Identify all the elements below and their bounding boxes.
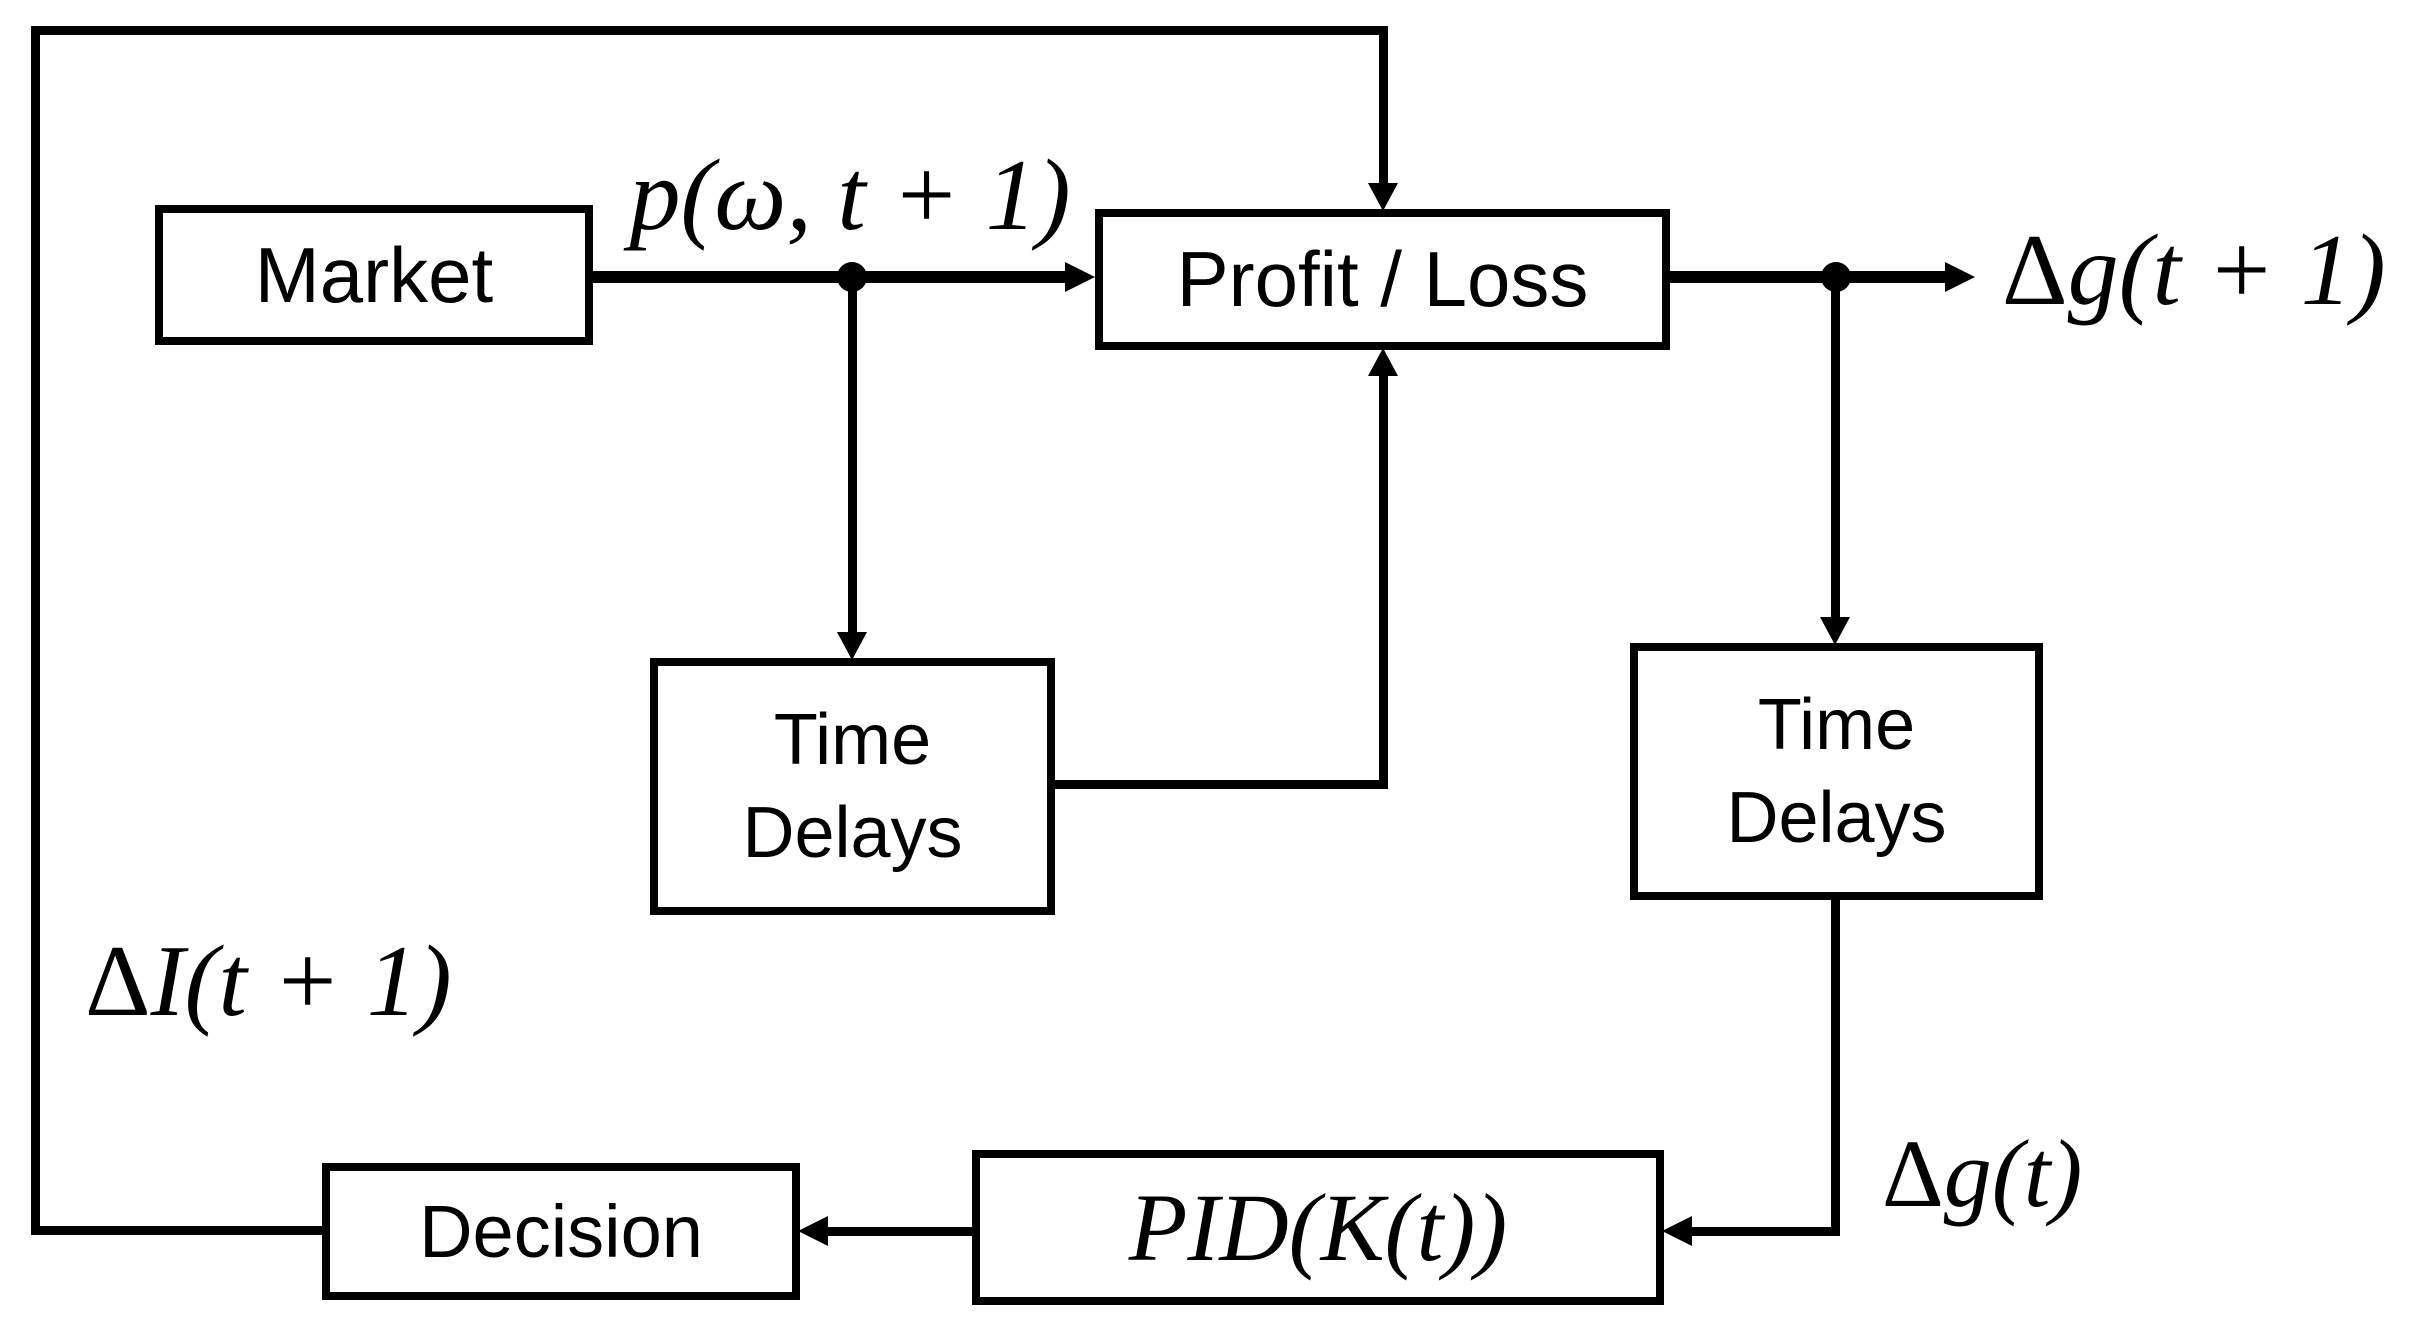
arrowhead-into-profit-loss-top (1368, 183, 1398, 211)
gain-next-expr: g(t + 1) (2067, 214, 2386, 327)
time-delays-right-label-line1: Time (1757, 685, 1916, 766)
connector-left-loop-vertical (31, 26, 40, 1235)
market-box: Market (155, 205, 593, 345)
connector-price-branch-to-time-delays (848, 277, 857, 634)
pid-box-label: PID(K(t)) (1128, 1173, 1508, 1281)
connector-profit-loss-to-output (1670, 271, 1947, 283)
arrowhead-into-time-delays-right (1820, 617, 1850, 645)
junction-dot-price (837, 262, 867, 292)
connector-top-loop-horizontal (31, 26, 1388, 35)
time-delays-mid-label-line1: Time (773, 700, 932, 781)
connector-market-to-profit-loss (593, 271, 1067, 283)
decision-box-label: Decision (419, 1189, 703, 1273)
price-signal-label: p(ω, t + 1) (615, 137, 1085, 254)
gain-current-label: Δg(t) (1882, 1118, 2082, 1229)
time-delays-mid-box: Time Delays (650, 658, 1055, 915)
gain-current-delta: Δ (1882, 1120, 1944, 1227)
gain-next-delta: Δ (2002, 214, 2068, 327)
arrowhead-into-pid (1662, 1216, 1692, 1246)
gain-current-expr: g(t) (1943, 1120, 2083, 1227)
time-delays-right-label-line2: Delays (1726, 777, 1947, 858)
pid-box: PID(K(t)) (972, 1150, 1664, 1305)
connector-pid-to-decision (828, 1227, 972, 1236)
connector-gain-branch-to-time-delays (1831, 277, 1840, 619)
arrowhead-into-time-delays-mid (837, 632, 867, 660)
arrowhead-into-decision (798, 1216, 828, 1246)
connector-time-delays-right-horizontal (1692, 1227, 1840, 1236)
arrowhead-into-profit-loss-left (1065, 262, 1095, 292)
market-box-label: Market (254, 230, 494, 319)
connector-time-delays-mid-horizontal (1055, 780, 1388, 789)
inventory-next-delta: Δ (85, 925, 151, 1038)
connector-time-delays-mid-vertical (1379, 374, 1388, 789)
time-delays-right-box: Time Delays (1630, 643, 2043, 900)
connector-time-delays-right-vertical (1831, 900, 1840, 1236)
profit-loss-box: Profit / Loss (1095, 209, 1670, 350)
arrowhead-output-gain-next (1945, 262, 1975, 292)
decision-box: Decision (322, 1163, 800, 1300)
profit-loss-box-label: Profit / Loss (1176, 235, 1589, 324)
price-signal-expr: p(ω, t + 1) (629, 139, 1071, 252)
gain-next-label: Δg(t + 1) (2002, 212, 2386, 329)
inventory-next-label: ΔI(t + 1) (85, 923, 452, 1040)
connector-loop-into-profit-loss (1379, 26, 1388, 186)
arrowhead-into-profit-loss-bottom (1368, 348, 1398, 376)
connector-decision-to-left-loop (31, 1226, 322, 1235)
junction-dot-gain (1821, 262, 1851, 292)
inventory-next-expr: I(t + 1) (150, 925, 452, 1038)
time-delays-mid-label-line2: Delays (742, 792, 963, 873)
